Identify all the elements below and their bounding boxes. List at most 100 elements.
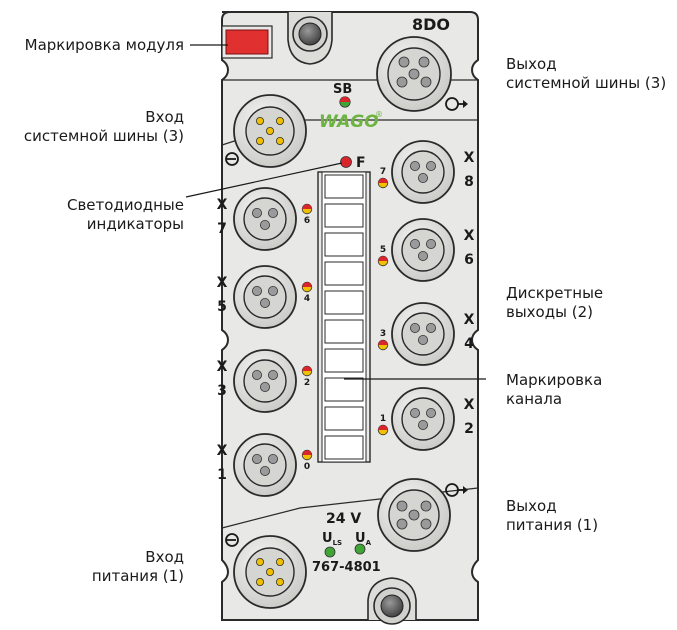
ua-led <box>354 543 366 555</box>
channel-label-slot <box>324 203 364 228</box>
module-marker <box>221 25 273 59</box>
channel-led-number: 2 <box>304 378 310 388</box>
channel-led-number: 3 <box>380 329 386 339</box>
power-input-arrow-icon <box>225 533 239 547</box>
ua-label: UA <box>355 531 372 547</box>
m8-connector <box>391 387 455 451</box>
uls-led <box>324 546 336 558</box>
output-port-x8: X 8 7 <box>377 140 475 204</box>
output-port-x7: X 7 6 <box>217 187 313 251</box>
bottom-screw <box>373 587 411 625</box>
callout-leds-line2: индикаторы <box>86 215 184 233</box>
brand-logo: WAGO <box>319 112 379 132</box>
output-port-x1: X 1 0 <box>217 433 313 497</box>
channel-led-number: 6 <box>304 216 310 226</box>
channel-led <box>301 365 313 377</box>
channel-label-slot <box>324 435 364 460</box>
callout-leds-line1: Светодиодные <box>66 196 184 214</box>
sb-led <box>339 96 351 108</box>
part-number: 767-4801 <box>312 560 381 575</box>
power-output-arrow-icon <box>445 483 468 497</box>
leader-leds <box>185 162 343 198</box>
channel-led-number: 1 <box>380 414 386 424</box>
output-port-x4: X 4 3 <box>377 302 475 366</box>
m8-connector <box>233 265 297 329</box>
port-letter: X <box>464 150 475 166</box>
output-port-x5: X 5 4 <box>217 265 313 329</box>
channel-label-slot <box>324 261 364 286</box>
port-letter: X <box>217 275 228 291</box>
callout-outputs-line1: Дискретные <box>506 284 604 302</box>
m8-connector <box>233 187 297 251</box>
port-letter: X <box>464 228 475 244</box>
callout-bus-input-line2: системной шины (3) <box>23 127 184 145</box>
callout-power-output-line2: питания (1) <box>506 516 599 534</box>
output-port-x6: X 6 5 <box>377 218 475 282</box>
channel-marking-strip <box>317 171 371 463</box>
port-number: 8 <box>464 174 474 190</box>
m8-connector <box>233 433 297 497</box>
port-number: 1 <box>217 467 227 483</box>
fault-led <box>340 156 352 168</box>
callout-power-input-line2: питания (1) <box>91 567 184 585</box>
callout-bus-output-line1: Выход <box>506 55 557 73</box>
uls-label: ULS <box>322 531 342 547</box>
bus-label: SB <box>333 82 352 97</box>
m8-connector <box>391 302 455 366</box>
channel-led-number: 5 <box>380 245 386 255</box>
channel-led <box>377 255 389 267</box>
fault-label: F <box>356 155 366 171</box>
m8-connector <box>233 349 297 413</box>
channel-label-slot <box>324 406 364 431</box>
channel-label-slot <box>324 232 364 257</box>
port-number: 7 <box>217 221 227 237</box>
port-letter: X <box>464 397 475 413</box>
callout-bus-input-line1: Вход <box>145 108 184 126</box>
port-letter: X <box>217 359 228 375</box>
port-number: 4 <box>464 336 474 352</box>
callout-power-output-line1: Выход <box>506 497 557 515</box>
port-number: 2 <box>464 421 474 437</box>
channel-label-slot <box>324 290 364 315</box>
channel-led-number: 0 <box>304 462 310 472</box>
bus-input-arrow-icon <box>225 152 239 166</box>
port-number: 5 <box>217 299 227 315</box>
voltage-label: 24 V <box>326 511 361 527</box>
channel-led-number: 4 <box>304 294 310 304</box>
channel-label-slot <box>324 348 364 373</box>
port-letter: X <box>217 443 228 459</box>
callout-outputs-line2: выходы (2) <box>506 303 593 321</box>
power-input-connector <box>233 535 307 609</box>
output-port-x3: X 3 2 <box>217 349 313 413</box>
bus-input-connector <box>233 94 307 168</box>
callout-channel-line2: канала <box>506 390 563 408</box>
m8-connector <box>391 140 455 204</box>
top-screw <box>292 16 328 52</box>
callout-module-marking: Маркировка модуля <box>24 36 184 54</box>
callout-channel-line1: Маркировка <box>506 371 603 389</box>
channel-led <box>377 339 389 351</box>
channel-led <box>377 424 389 436</box>
channel-label-slot <box>324 319 364 344</box>
channel-led <box>377 177 389 189</box>
port-letter: X <box>217 197 228 213</box>
m8-connector <box>391 218 455 282</box>
channel-led-number: 7 <box>380 167 386 177</box>
channel-label-slot <box>324 174 364 199</box>
brand-registered-mark: ® <box>375 110 383 119</box>
port-letter: X <box>464 312 475 328</box>
bus-output-connector <box>376 36 452 112</box>
channel-led <box>301 449 313 461</box>
bus-output-arrow-icon <box>445 97 468 111</box>
channel-led <box>301 203 313 215</box>
power-output-connector <box>377 478 451 552</box>
model-label: 8DO <box>412 15 450 34</box>
channel-led <box>301 281 313 293</box>
output-port-x2: X 2 1 <box>377 387 475 451</box>
callout-power-input-line1: Вход <box>145 548 184 566</box>
port-number: 3 <box>217 383 227 399</box>
channel-label-slot <box>324 377 364 402</box>
port-number: 6 <box>464 252 474 268</box>
callout-bus-output-line2: системной шины (3) <box>506 74 667 92</box>
